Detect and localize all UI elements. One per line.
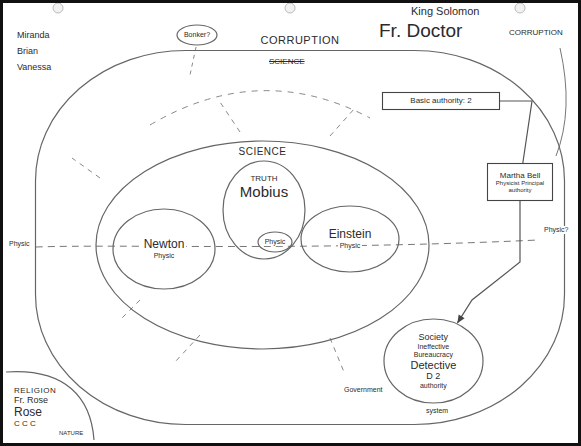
mobius-circle: TRUTHMobiusPhysic: [222, 160, 306, 260]
arrow-head: [457, 315, 464, 324]
node-text: Fr. Rose: [12, 395, 50, 405]
node-text: Martha Bell: [498, 171, 542, 180]
circle-outline: [96, 141, 429, 349]
punch-hole: [515, 3, 525, 13]
note-label: CORRUPTION: [508, 28, 564, 37]
note-label: Physic?: [543, 226, 570, 234]
node-text: C C C: [12, 419, 38, 428]
node-text: Society: [417, 332, 451, 342]
text-group: NewtonPhysic: [112, 208, 216, 290]
node-text: Basic authority: 2: [408, 96, 473, 105]
note-label: Government: [343, 386, 384, 394]
text-group: SocietyIneffective BureaucracyDetectiveD…: [383, 318, 484, 404]
note-label: King Solomon: [410, 5, 481, 18]
dashed-arc: [150, 91, 370, 125]
text-group: Martha BellPhysicist Principal authority: [487, 163, 553, 201]
note-label: Vanessa: [16, 62, 52, 72]
node-text: Detective: [408, 359, 458, 372]
connector-line: [500, 101, 532, 163]
bonker-circle: Bonker?: [176, 24, 218, 46]
dashed-ray: [190, 47, 196, 75]
text-group: TRUTHMobius: [222, 174, 306, 200]
node-text: Mobius: [238, 183, 290, 200]
note-label: Fr. Doctor: [378, 20, 463, 42]
note-label: SCIENCE: [268, 57, 306, 66]
punch-hole: [285, 3, 295, 13]
text-group: Bonker?: [176, 24, 218, 46]
connector-line: [457, 201, 520, 323]
text-group: Basic authority: 2: [382, 92, 500, 110]
circle-outline: [113, 209, 215, 289]
dashed-ray: [330, 338, 344, 372]
region-arc: [6, 372, 94, 440]
node-text: Ineffective Bureaucracy: [395, 343, 472, 359]
node-text: D 2: [424, 371, 442, 381]
connector: [500, 101, 532, 163]
authority-box: Basic authority: 2: [382, 92, 500, 110]
dashed-ray: [330, 108, 355, 136]
corruption-region: CORRUPTIONSCIENCENewtonPhysicTRUTHMobius…: [35, 50, 565, 425]
science-circle: SCIENCENewtonPhysicTRUTHMobiusPhysicEins…: [95, 140, 430, 350]
newton-circle: NewtonPhysic: [112, 208, 216, 290]
text-group: EinsteinPhysic: [300, 205, 400, 273]
circle-outline: [301, 206, 399, 272]
node-text: CORRUPTION: [259, 34, 342, 47]
punch-hole: [53, 3, 63, 13]
circle-outline: [177, 25, 217, 45]
note-label: Miranda: [16, 30, 51, 40]
node-text: Bonker?: [182, 31, 212, 39]
dashed-ray: [220, 102, 240, 132]
text-group: RELIGIONFr. RoseRoseC C C: [12, 386, 58, 429]
node-text: Physic: [152, 252, 177, 260]
box-outline: [383, 93, 500, 110]
node-text: authority: [418, 382, 449, 390]
society-circle: SocietyIneffective BureaucracyDetectiveD…: [383, 318, 484, 404]
circle-outline: [258, 232, 292, 252]
text-group: CORRUPTION: [35, 34, 565, 50]
physic-circle: Physic: [257, 231, 293, 253]
node-text: Newton: [142, 238, 187, 252]
node-text: Rose: [12, 406, 44, 420]
dashed-ray: [120, 300, 140, 320]
note-label: Brian: [16, 46, 39, 56]
connector: [457, 201, 520, 323]
node-text: Physic: [263, 238, 288, 246]
node-text: Einstein: [327, 228, 374, 242]
text-group: SCIENCE: [95, 146, 430, 158]
text-group: Physic: [257, 231, 293, 253]
note-label: Physic: [8, 240, 31, 248]
note-label: system: [425, 407, 449, 415]
box-outline: [488, 164, 553, 201]
circle-outline: [223, 161, 305, 259]
node-text: Physicist Principal authority: [491, 180, 549, 194]
note-label: NATURE: [58, 430, 84, 437]
node-text: Physic: [338, 242, 363, 250]
node-text: RELIGION: [12, 386, 58, 395]
circle-outline: [384, 319, 483, 403]
node-text: TRUTH: [248, 174, 279, 183]
martha-bell-box: Martha BellPhysicist Principal authority: [487, 163, 553, 201]
node-text: SCIENCE: [237, 146, 289, 158]
dashed-ray: [72, 158, 100, 178]
einstein-circle: EinsteinPhysic: [300, 205, 400, 273]
dashed-ray: [175, 335, 200, 362]
region-outline: [36, 51, 565, 425]
